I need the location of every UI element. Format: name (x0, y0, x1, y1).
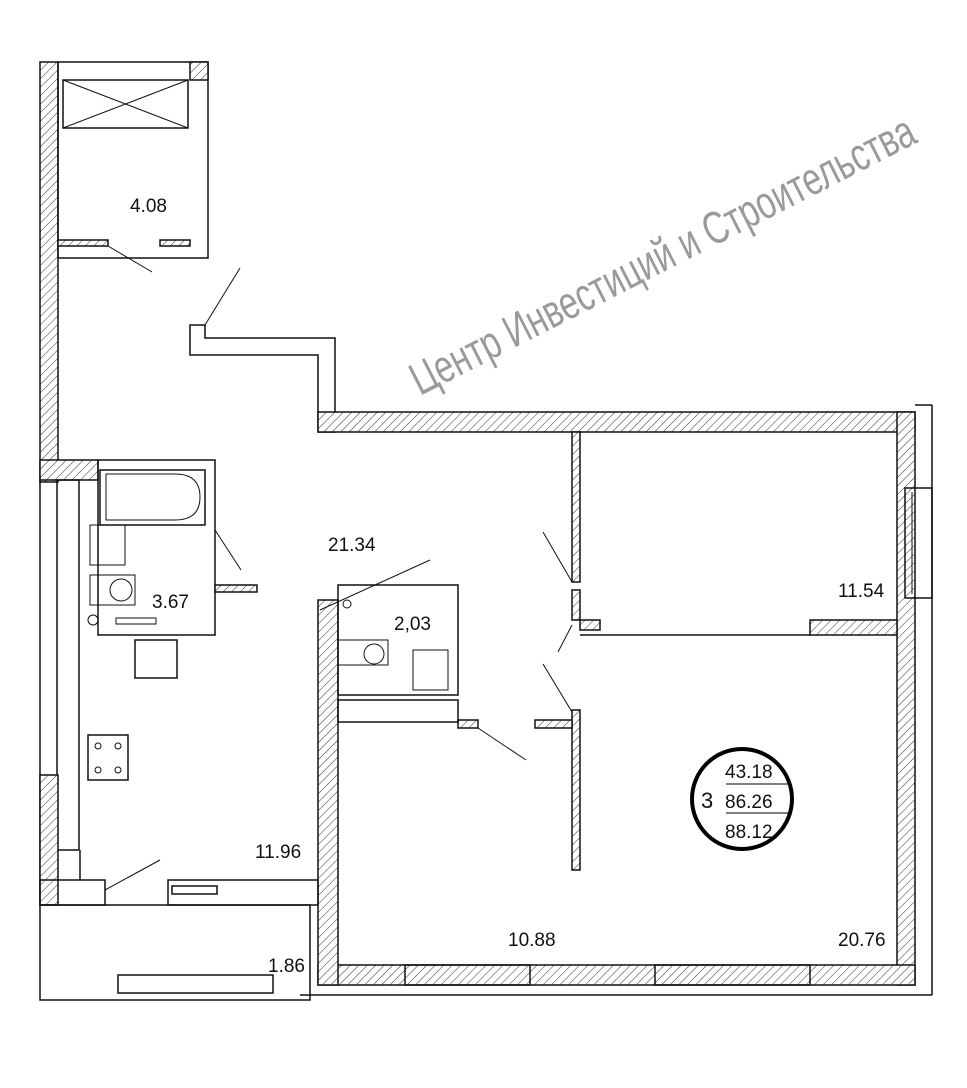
room-area-hall: 21.34 (328, 535, 376, 556)
total-area: 86.26 (725, 792, 773, 813)
room-area-bedroom-large: 20.76 (838, 930, 886, 951)
room-area-toilet: 2,03 (394, 614, 431, 635)
walls (189, 267, 933, 996)
room-area-balcony-bottom: 1.86 (268, 956, 305, 977)
toilet (319, 559, 459, 723)
bottom-balcony (39, 859, 319, 1001)
area-summary-badge: 43.18 3 86.26 88.12 (690, 747, 794, 851)
total-with-balconies: 88.12 (725, 822, 773, 843)
room-area-bedroom-top-right: 11.54 (838, 581, 885, 602)
kitchen-ventilation (39, 479, 129, 906)
room-area-bedroom-middle: 10.88 (508, 930, 556, 951)
room-area-kitchen: 11.96 (255, 842, 301, 863)
living-area: 43.18 (725, 762, 773, 783)
room-area-loggia-top: 4.08 (130, 196, 167, 217)
bathroom (39, 459, 258, 679)
room-area-bathroom: 3.67 (152, 592, 189, 613)
watermark: Центр Инвестиций и Строительства (401, 104, 924, 405)
rooms-count: 3 (701, 788, 713, 813)
top-loggia (39, 61, 209, 483)
